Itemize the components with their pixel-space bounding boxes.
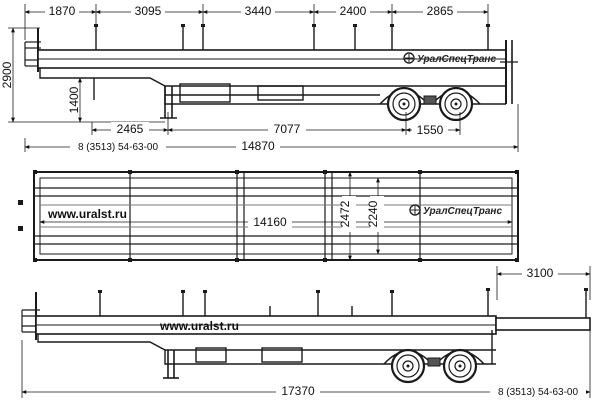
ext-stake-caps [98, 288, 588, 293]
axle-bracket [423, 95, 437, 105]
segment-dim-5: 2865 [427, 4, 454, 18]
brand-text: УралСпецТранс [417, 54, 496, 65]
phone-number: 8 (3513) 54-63-00 [78, 142, 158, 153]
height-platform-label: 1400 [67, 86, 81, 113]
plan-brand-text: УралСпецТранс [423, 206, 502, 217]
brand-logo: УралСпецТранс [403, 52, 496, 65]
width-inner-label: 2240 [366, 200, 380, 227]
ext-front-wheel [390, 348, 426, 384]
dim-axle-spread: 1550 [417, 123, 444, 137]
segment-dim-3: 3440 [245, 4, 272, 18]
ext-rear-wheel [442, 348, 478, 384]
ext-underframe [37, 330, 496, 365]
extension-label: 3100 [527, 266, 554, 280]
ext-landing-leg [163, 350, 179, 379]
rear-wheel [438, 86, 474, 122]
segment-extension-lines [24, 4, 489, 40]
side-view: 1870 3095 3440 2400 2865 2900 1400 [0, 4, 519, 153]
segment-dim-2: 3095 [135, 4, 162, 18]
deck-crossmembers [34, 172, 518, 260]
ext-axle-bracket [427, 357, 441, 367]
ext-website: www.uralst.ru [159, 319, 239, 333]
dim-leg-to-axle: 7077 [274, 122, 301, 136]
segment-dim-1: 1870 [49, 4, 76, 18]
plan-website: www.uralst.ru [47, 207, 127, 221]
segment-dim-4: 2400 [340, 4, 367, 18]
ext-extension-section [495, 317, 591, 331]
overall-length-label: 14870 [241, 139, 275, 153]
ext-stakes [99, 290, 587, 318]
dim-kingpin-to-leg: 2465 [117, 122, 144, 136]
height-total-label: 2900 [0, 61, 14, 88]
segment-dimension-labels: 1870 3095 3440 2400 2865 [45, 4, 457, 18]
landing-leg [160, 86, 177, 119]
stakes [95, 26, 489, 50]
inner-length-label: 14160 [253, 215, 287, 229]
width-outer-label: 2472 [338, 200, 352, 227]
ext-overall-length-label: 17370 [281, 384, 315, 398]
stake-pockets [18, 170, 519, 262]
ext-phone-number: 8 (3513) 54-63-00 [498, 387, 578, 398]
plan-view: 14160 2472 2240 www.uralst.ru УралСпецТр… [18, 170, 519, 262]
underframe [39, 68, 380, 105]
stake-caps [94, 24, 490, 27]
extended-view: 3100 [21, 266, 591, 398]
plan-brand-logo: УралСпецТранс [409, 204, 502, 217]
front-wheel [386, 86, 422, 122]
